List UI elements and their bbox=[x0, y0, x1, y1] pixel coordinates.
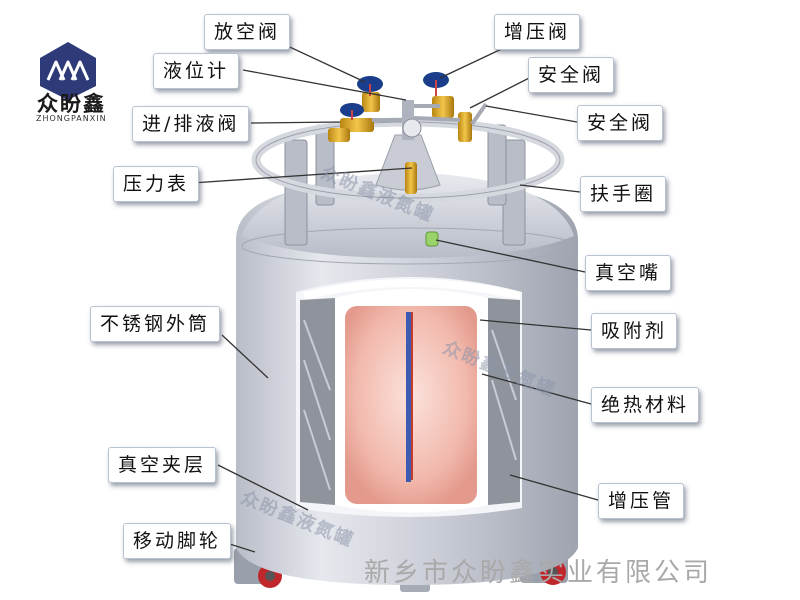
logo-name: 众盼鑫 bbox=[37, 92, 106, 116]
label-insulation: 绝热材料 bbox=[591, 387, 700, 423]
label-pressure-gauge: 压力表 bbox=[113, 166, 200, 202]
label-safety-valve-2: 安全阀 bbox=[577, 105, 664, 141]
logo-mark-icon bbox=[40, 42, 96, 100]
label-adsorbent: 吸附剂 bbox=[591, 313, 678, 349]
label-outer-shell: 不锈钢外筒 bbox=[90, 306, 221, 342]
brass-fittings bbox=[328, 92, 472, 194]
label-safety-valve-1: 安全阀 bbox=[528, 57, 615, 93]
label-pressurize-valve: 增压阀 bbox=[494, 14, 581, 50]
label-casters: 移动脚轮 bbox=[123, 523, 232, 559]
label-pressurize-tube: 增压管 bbox=[598, 483, 685, 519]
label-handrail-ring: 扶手圈 bbox=[580, 176, 667, 212]
logo-subtitle: ZHONGPANXIN bbox=[36, 114, 107, 123]
label-vacuum-interlayer: 真空夹层 bbox=[108, 447, 217, 483]
cutaway bbox=[296, 277, 522, 517]
company-name: 新乡市众盼鑫实业有限公司 bbox=[364, 558, 713, 588]
vacuum-nozzle-fitting bbox=[425, 231, 439, 247]
label-vacuum-nozzle: 真空嘴 bbox=[585, 255, 672, 291]
label-fill-drain-valve: 进/排液阀 bbox=[132, 106, 250, 142]
label-vent-valve: 放空阀 bbox=[204, 14, 291, 50]
label-level-gauge: 液位计 bbox=[153, 53, 240, 89]
